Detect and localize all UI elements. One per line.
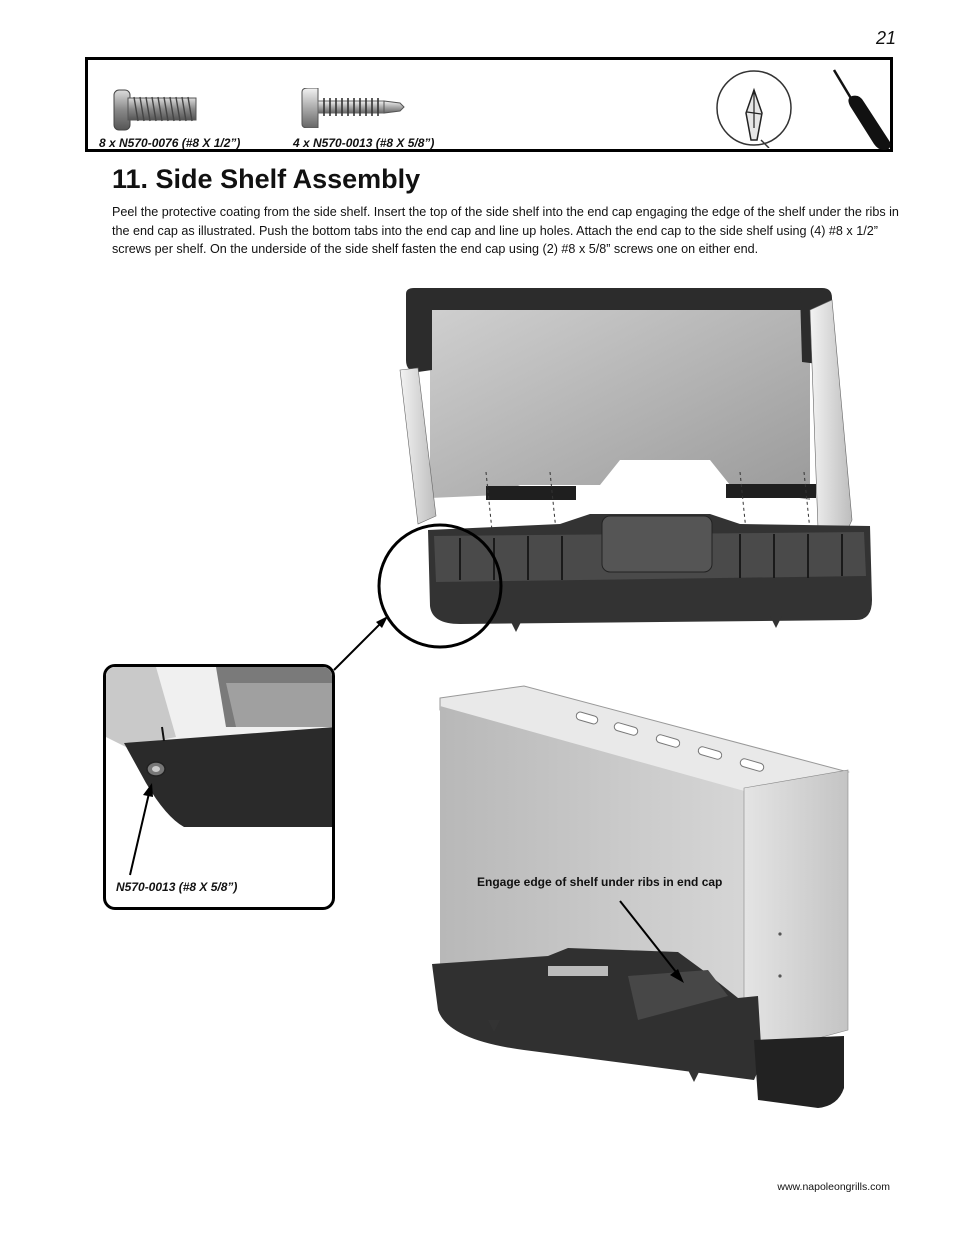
side-shelf-assembled-illustration	[432, 685, 850, 1108]
machine-screw-icon	[113, 89, 197, 131]
detail-inset-illustration	[106, 667, 332, 876]
phillips-tip-icon	[716, 70, 792, 148]
callout-arrow	[333, 616, 388, 671]
instructions-text: Peel the protective coating from the sid…	[112, 205, 899, 256]
engage-callout-arrow	[619, 900, 684, 983]
parts-box: 8 x N570-0076 (#8 X 1/2”) 4 x N570-0013 …	[85, 57, 893, 152]
self-tapping-screw-icon	[301, 88, 405, 128]
part-label-machine-screw: 8 x N570-0076 (#8 X 1/2”)	[99, 136, 241, 150]
engage-callout-label: Engage edge of shelf under ribs in end c…	[477, 875, 723, 889]
detail-inset: N570-0013 (#8 X 5/8”)	[103, 664, 335, 910]
section-title: 11. Side Shelf Assembly	[112, 164, 421, 194]
inset-screw-label: N570-0013 (#8 X 5/8”)	[116, 880, 238, 894]
screwdriver-icon	[832, 69, 891, 150]
side-shelf-exploded-illustration	[377, 288, 872, 649]
page-number: 21	[875, 28, 896, 48]
footer-url: www.napoleongrills.com	[777, 1181, 890, 1193]
part-label-self-tapping-screw: 4 x N570-0013 (#8 X 5/8”)	[293, 136, 435, 150]
